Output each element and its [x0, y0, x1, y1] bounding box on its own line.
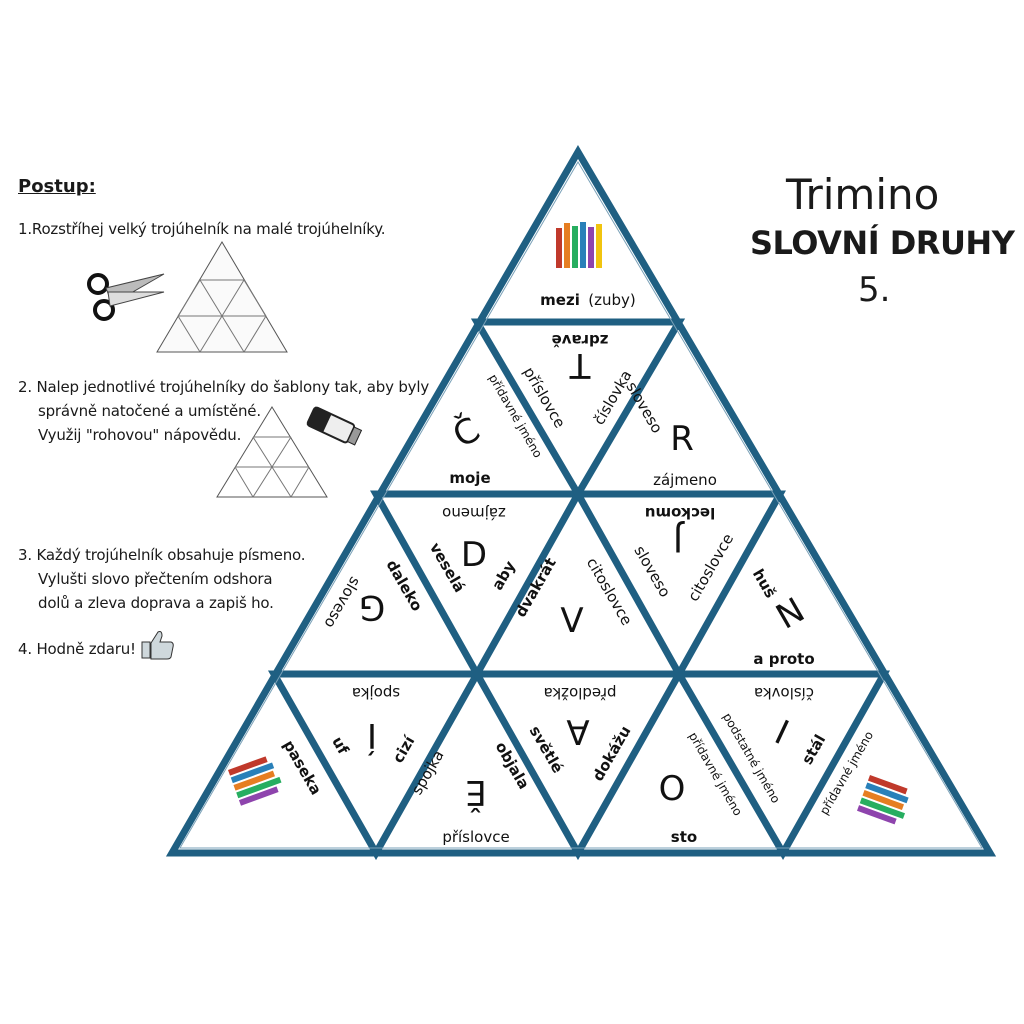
mini-pyramid-template — [216, 406, 328, 498]
label-zajmeno-2: zájmeno — [442, 504, 506, 522]
label-cizi: cizí — [389, 732, 419, 766]
pencils-icon — [857, 775, 909, 825]
title-slovni-druhy: SLOVNÍ DRUHY — [750, 224, 1015, 262]
label-sto: sto — [671, 828, 697, 846]
title-trimino: Trimino — [786, 170, 940, 219]
pencils-icon — [228, 756, 282, 806]
title-number: 5. — [858, 270, 891, 310]
label-dokazu: dokážu — [589, 723, 635, 784]
label-citoslovce-1: citoslovce — [583, 555, 636, 629]
tile-inverted-6 — [672, 670, 890, 861]
letter-i-acute: Í — [367, 715, 377, 756]
tile-inverted-5 — [471, 670, 685, 861]
letter-a: A — [566, 711, 589, 751]
letter-g: G — [359, 587, 385, 627]
thumbs-up-icon — [141, 631, 174, 660]
scissors-icon — [87, 273, 165, 321]
label-leckomu: leckomu — [645, 504, 715, 522]
label-aby: aby — [488, 558, 519, 594]
letter-o: O — [659, 769, 686, 809]
step-2-line-2: správně natočené a umístěné. — [38, 402, 261, 420]
letter-c-caron: Č — [446, 409, 487, 456]
label-mezi: mezi — [540, 291, 580, 309]
glue-stick-icon — [306, 406, 363, 446]
pencils-icon — [556, 222, 602, 268]
letter-i: I — [769, 713, 795, 753]
tile-inverted-2 — [370, 490, 584, 682]
tile-inverted-1 — [470, 318, 686, 501]
label-cislovka-2: číslovka — [754, 684, 814, 702]
step-4: 4. Hodně zdaru! — [18, 640, 136, 658]
label-spojka-1: spojka — [352, 684, 400, 702]
step-2-line-3: Využij "rohovou" nápovědu. — [38, 426, 242, 444]
step-1: 1.Rozstříhej velký trojúhelník na malé t… — [18, 220, 386, 238]
step-2-line-1: 2. Nalep jednotlivé trojúhelníky do šabl… — [18, 378, 430, 396]
letter-j: J — [673, 519, 685, 559]
label-hus: huš — [749, 566, 780, 601]
tile-inverted-4 — [267, 670, 483, 861]
label-stal: stál — [798, 731, 829, 767]
step-3-line-3: dolů a zleva doprava a zapiš ho. — [38, 594, 274, 612]
letter-t: T — [569, 345, 591, 385]
label-spojka-2: spojka — [408, 747, 448, 798]
tile-inverted-3 — [572, 490, 786, 682]
label-uf: uf — [328, 734, 352, 758]
letter-d: D — [461, 535, 487, 575]
label-moje: moje — [449, 469, 490, 487]
step-3-line-1: 3. Každý trojúhelník obsahuje písmeno. — [18, 546, 306, 564]
label-predlozka: předložka — [544, 684, 617, 702]
label-citoslovce-2: citoslovce — [684, 531, 737, 605]
label-zajmeno-1: zájmeno — [653, 471, 717, 489]
letter-n: N — [769, 590, 811, 637]
label-zdrave: zdravě — [552, 331, 609, 349]
label-a-proto: a proto — [753, 650, 814, 668]
letter-r: R — [670, 419, 694, 459]
letter-e-caron: Ě — [465, 772, 486, 813]
label-sloveso-2: sloveso — [630, 543, 674, 601]
instructions-heading: Postup: — [18, 176, 96, 197]
mini-pyramid-cut — [156, 241, 288, 353]
label-zuby: (zuby) — [588, 291, 635, 309]
label-prislovce-2: příslovce — [442, 828, 509, 846]
step-3-line-2: Vylušti slovo přečtením odshora — [38, 570, 273, 588]
letter-v: V — [560, 601, 583, 641]
